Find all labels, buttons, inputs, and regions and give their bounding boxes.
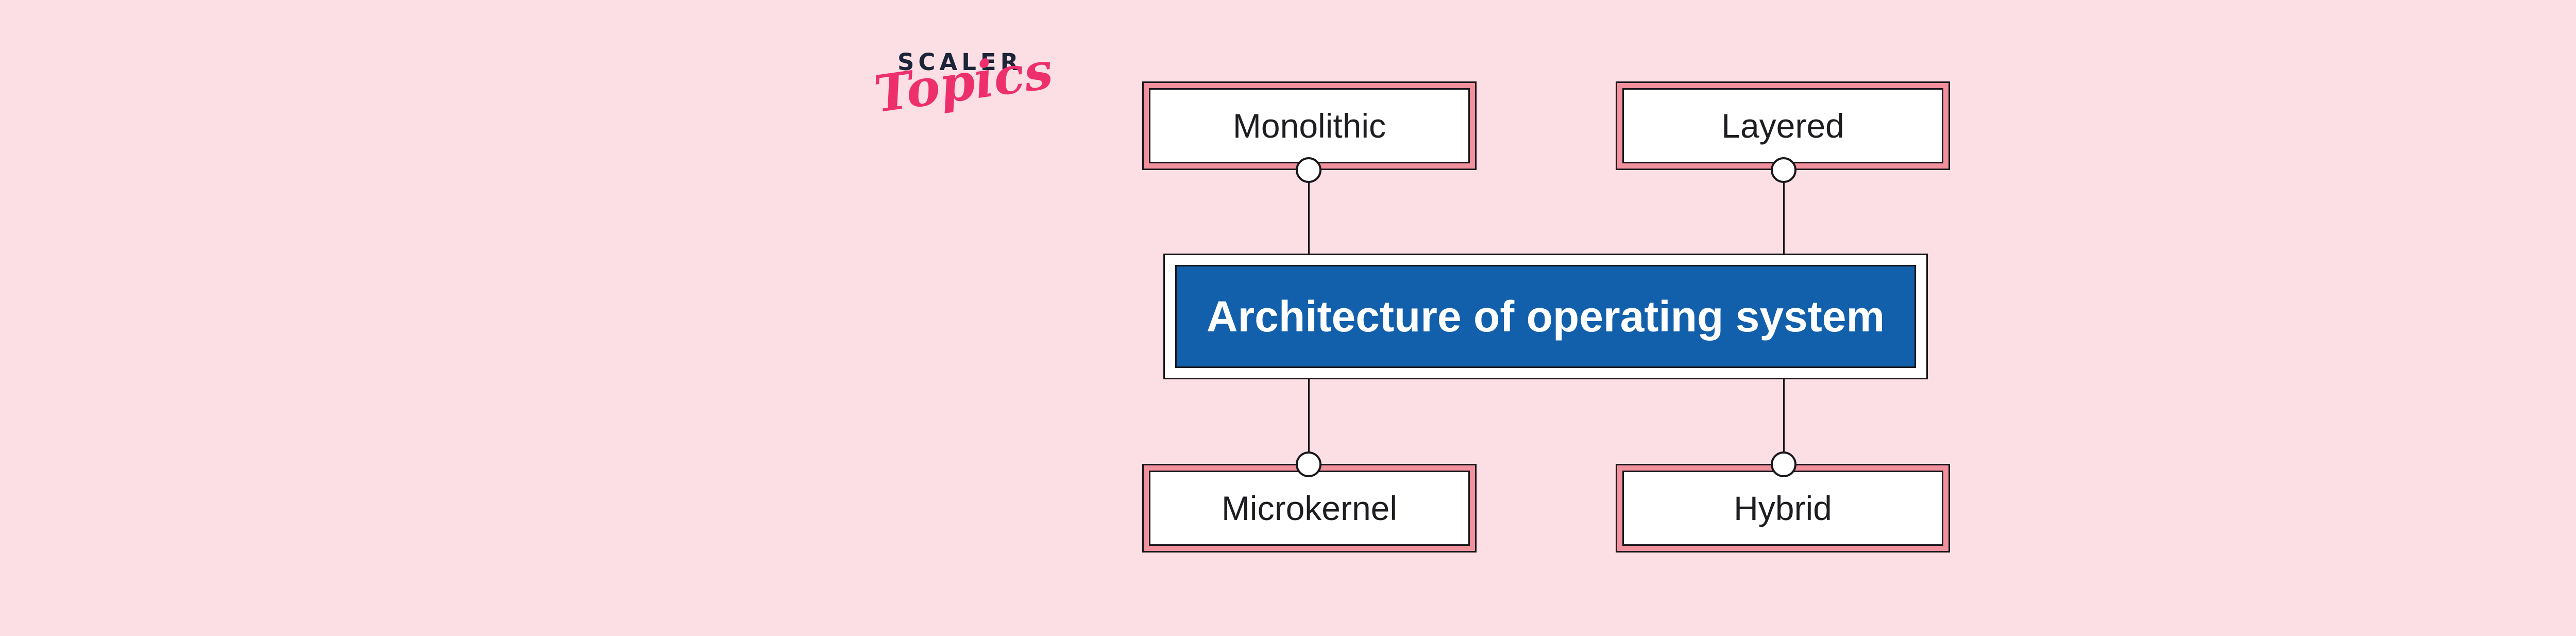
node-hybrid-label: Hybrid	[1734, 489, 1832, 527]
central-node-label: Architecture of operating system	[1206, 292, 1885, 341]
connector-dot-hybrid	[1771, 451, 1797, 477]
connector-line-microkernel	[1308, 378, 1310, 453]
connector-dot-monolithic	[1296, 157, 1321, 183]
logo-brand-text: SCALER	[897, 48, 1023, 76]
node-microkernel-label: Microkernel	[1221, 489, 1398, 527]
node-monolithic-inner: Monolithic	[1149, 88, 1470, 163]
node-hybrid-inner: Hybrid	[1622, 471, 1943, 546]
connector-line-layered	[1783, 181, 1785, 257]
logo-sub-text: Topics	[870, 41, 1057, 125]
scaler-topics-logo: SCALER Topics	[871, 41, 1056, 124]
connector-line-hybrid	[1783, 378, 1785, 453]
node-layered-inner: Layered	[1622, 88, 1943, 163]
connector-dot-layered	[1771, 157, 1797, 183]
node-monolithic-label: Monolithic	[1232, 107, 1386, 145]
node-microkernel: Microkernel	[1142, 464, 1477, 553]
central-node: Architecture of operating system	[1163, 254, 1928, 379]
central-node-inner: Architecture of operating system	[1175, 265, 1916, 368]
node-microkernel-inner: Microkernel	[1149, 471, 1470, 546]
node-layered-label: Layered	[1721, 107, 1844, 145]
connector-line-monolithic	[1308, 181, 1310, 257]
connector-dot-microkernel	[1296, 451, 1321, 477]
node-hybrid: Hybrid	[1616, 464, 1950, 553]
